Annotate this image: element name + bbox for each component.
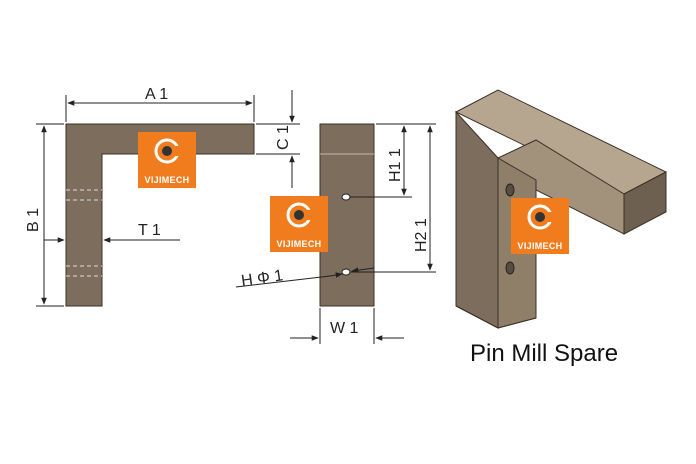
- dimension-b1-label: B 1: [25, 208, 42, 232]
- dimension-a1-label: A 1: [145, 86, 168, 103]
- isometric-view: [454, 89, 668, 329]
- dimension-w1-label: W 1: [330, 320, 359, 337]
- side-view: [319, 123, 375, 307]
- vijimech-logo: VIJIMECH: [270, 196, 328, 252]
- dimension-hphi: [235, 267, 375, 288]
- vijimech-mark-icon: [154, 138, 182, 164]
- logo-text: VIJIMECH: [144, 175, 190, 185]
- dimension-h2-label: H2 1: [413, 218, 430, 252]
- product-caption: Pin Mill Spare: [470, 340, 619, 367]
- logo-text: VIJIMECH: [517, 241, 563, 251]
- dimension-b1: [36, 123, 64, 307]
- dimension-h1: [350, 123, 436, 198]
- dimension-c1-label: C 1: [275, 125, 292, 150]
- dimension-w1: [290, 308, 404, 344]
- hidden-lines: [66, 189, 102, 277]
- dimension-h2: [350, 125, 436, 273]
- iso-upper-hole: [505, 183, 515, 197]
- vijimech-logo: VIJIMECH: [511, 198, 569, 254]
- upper-hole: [341, 193, 351, 201]
- l-profile-view: [65, 123, 255, 307]
- dimension-h1-label: H1 1: [387, 148, 404, 182]
- vijimech-logo: VIJIMECH: [138, 132, 196, 188]
- dimension-a1: [65, 95, 255, 122]
- lower-hole: [341, 268, 351, 276]
- dimension-t1-label: T 1: [138, 222, 161, 239]
- dimension-hphi-label: H Φ 1: [240, 267, 284, 290]
- logo-text: VIJIMECH: [276, 239, 322, 249]
- dimension-c1: [256, 90, 300, 188]
- iso-lower-hole: [505, 261, 515, 275]
- vijimech-mark-icon: [527, 204, 555, 230]
- vijimech-mark-icon: [286, 202, 314, 228]
